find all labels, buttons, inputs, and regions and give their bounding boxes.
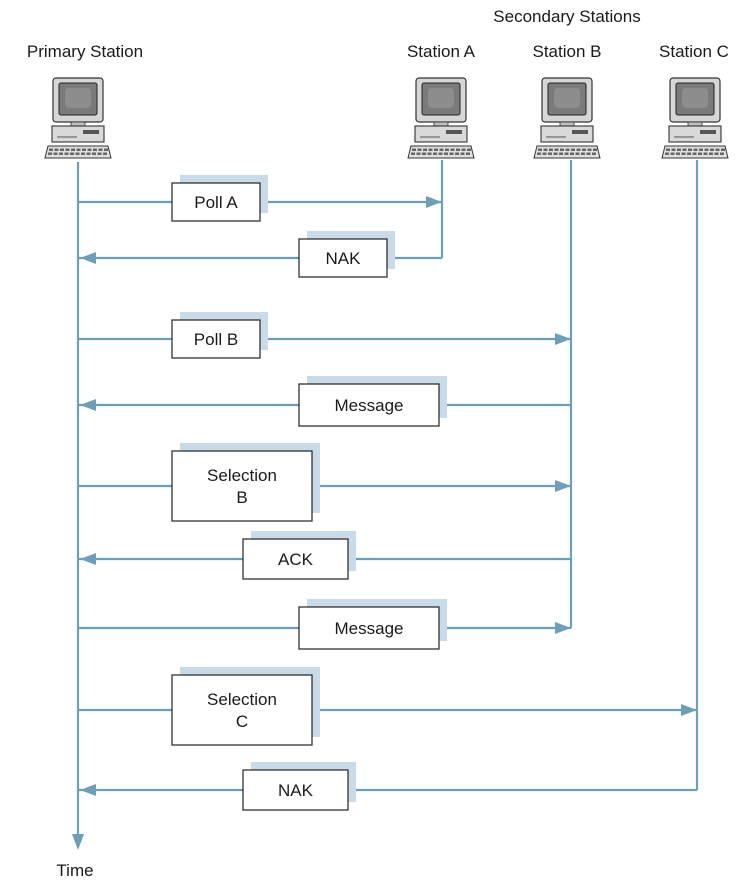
message-label: B	[236, 488, 247, 507]
message-label: Message	[335, 396, 404, 415]
message-3: Poll B	[78, 312, 571, 359]
message-box	[171, 182, 261, 222]
message-label: C	[236, 712, 248, 731]
message-box	[298, 383, 440, 427]
time-arrowhead	[72, 834, 84, 850]
message-box	[298, 606, 440, 650]
message-box	[171, 674, 313, 746]
message-label: NAK	[278, 781, 314, 800]
message-box	[242, 538, 349, 580]
message-box	[171, 450, 313, 522]
message-label: Selection	[207, 690, 277, 709]
message-box	[171, 319, 261, 359]
message-label: NAK	[326, 249, 362, 268]
message-4: Message	[78, 376, 571, 427]
arrowhead	[555, 622, 571, 634]
station-b-label: Station B	[533, 42, 602, 61]
message-label: Poll A	[194, 193, 238, 212]
computer-icon	[661, 77, 729, 159]
arrowhead	[426, 196, 442, 208]
message-6: ACK	[78, 531, 571, 580]
secondary-stations-label: Secondary Stations	[493, 7, 640, 26]
message-label: Selection	[207, 466, 277, 485]
arrowhead	[681, 704, 697, 716]
message-7: Message	[78, 599, 571, 650]
message-1: Poll A	[78, 175, 442, 222]
computer-icon	[533, 77, 601, 159]
primary-station-label: Primary Station	[27, 42, 143, 61]
message-box	[242, 769, 349, 811]
message-label: ACK	[278, 550, 314, 569]
message-2: NAK	[78, 231, 442, 278]
station-c-label: Station C	[659, 42, 729, 61]
arrowhead	[555, 333, 571, 345]
arrowhead	[80, 553, 96, 565]
message-9: NAK	[78, 762, 697, 811]
message-label: Message	[335, 619, 404, 638]
computer-icon	[44, 77, 112, 159]
message-label: Poll B	[194, 330, 238, 349]
arrowhead	[80, 784, 96, 796]
arrowhead	[555, 480, 571, 492]
station-a-label: Station A	[407, 42, 476, 61]
computer-icon	[407, 77, 475, 159]
arrowhead	[80, 252, 96, 264]
message-box	[298, 238, 388, 278]
arrowhead	[80, 399, 96, 411]
time-axis-label: Time	[56, 861, 93, 880]
